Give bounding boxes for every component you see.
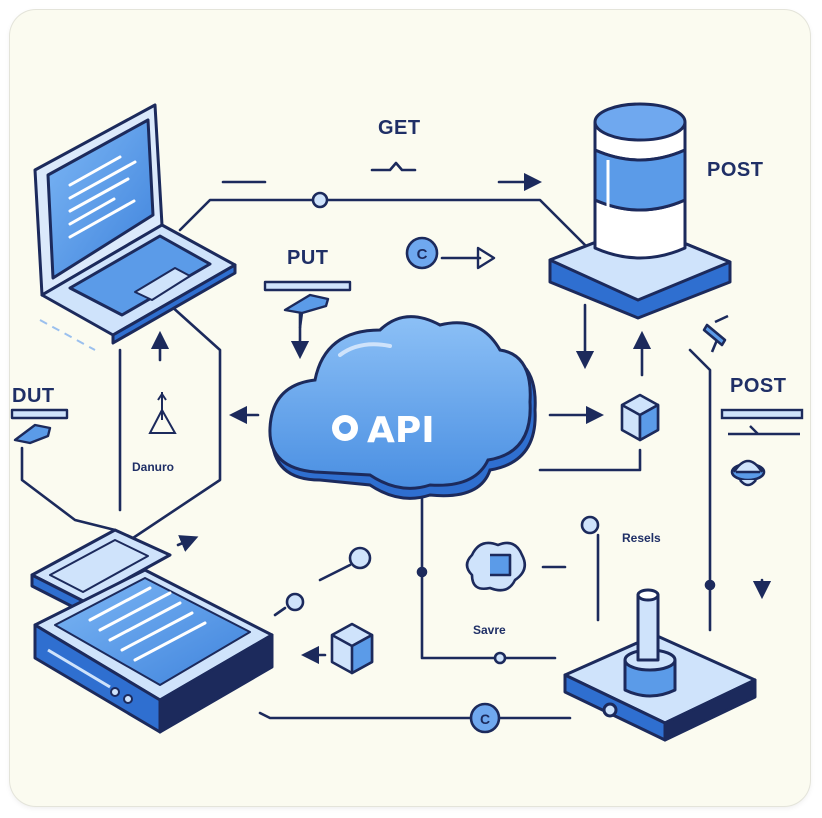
put-connector-left — [10, 408, 69, 445]
put-arrow-head — [476, 246, 496, 270]
connector-nodes — [285, 191, 716, 665]
c-badge-bottom-icon: C — [469, 702, 501, 734]
connection-lines — [20, 161, 772, 720]
put-connector-top — [263, 280, 352, 329]
get-label: GET — [378, 117, 421, 139]
server-icon — [30, 528, 274, 734]
danuro-label: Danuro — [132, 460, 174, 474]
svg-text:C: C — [480, 711, 490, 727]
cube-bottom-icon — [330, 622, 374, 675]
put-label-left: DUT — [12, 385, 55, 407]
globe-lamp-icon — [730, 459, 766, 487]
satellite-icon — [702, 314, 729, 353]
resels-label: Resels — [622, 531, 661, 545]
diagram-frame: C C API — [10, 10, 810, 806]
triangle-icon — [148, 392, 177, 434]
post-connector-right — [720, 408, 804, 436]
c-badge-icon: C — [405, 236, 439, 270]
api-network-diagram: C C API — [10, 102, 804, 742]
laptop-icon — [33, 103, 237, 345]
api-label: API — [367, 410, 435, 451]
savre-label: Savre — [473, 623, 506, 637]
post-label-right: POST — [730, 375, 786, 397]
put-label-top: PUT — [287, 247, 329, 269]
dashed-guide — [39, 319, 96, 351]
cube-icon — [620, 393, 660, 442]
post-label-top: POST — [707, 159, 763, 181]
puzzle-icon — [465, 541, 527, 592]
router-icon — [563, 588, 757, 742]
cloud-icon — [268, 315, 537, 500]
database-icon — [548, 102, 732, 320]
svg-text:C: C — [417, 246, 428, 263]
